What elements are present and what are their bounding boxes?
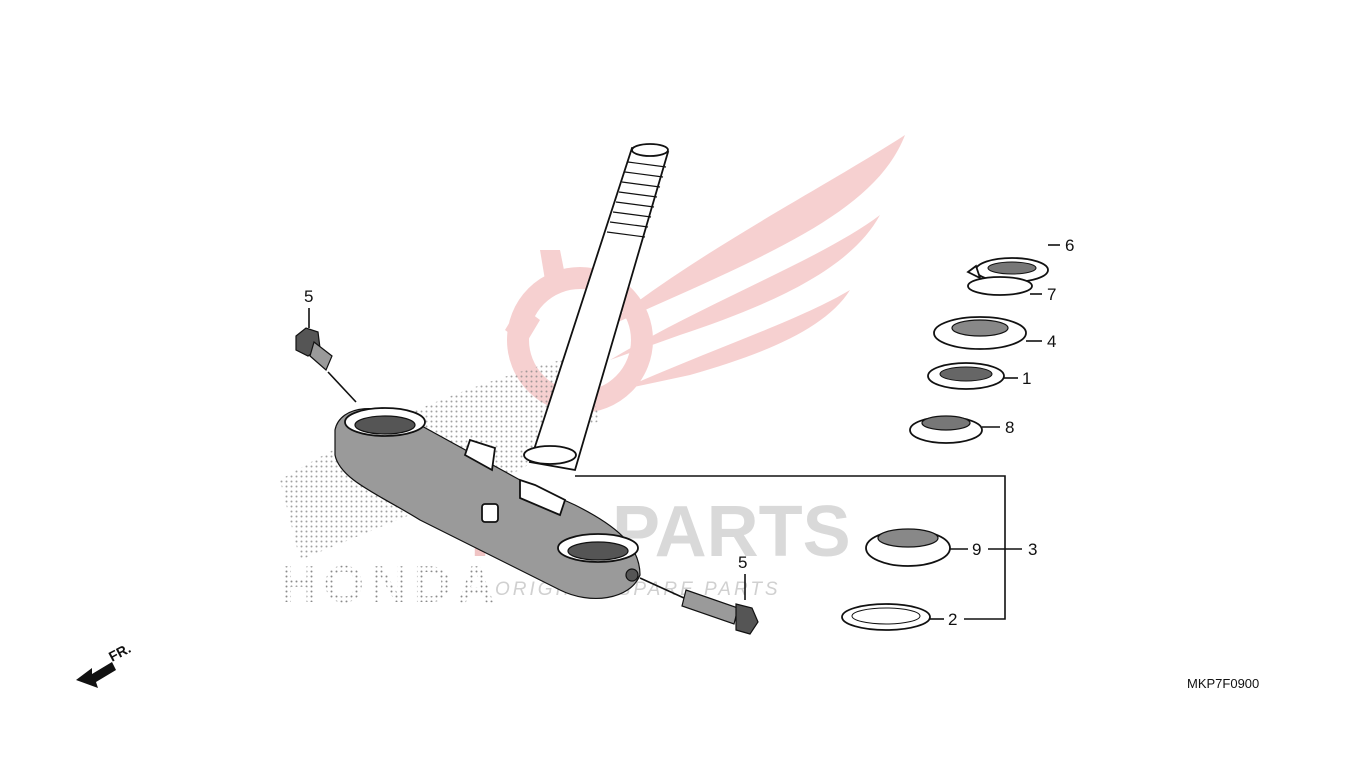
callout-bracket-3 xyxy=(575,475,1022,620)
front-direction-arrow: FR. xyxy=(76,640,133,688)
callout-6: 6 xyxy=(1065,236,1074,255)
callout-7: 7 xyxy=(1047,285,1056,304)
watermark-brand-text: PARTS xyxy=(612,492,851,572)
bolt-5-upper xyxy=(295,327,357,403)
watermark-tagline: ORIGINAL SPARE PARTS xyxy=(495,579,781,600)
callout-8: 8 xyxy=(1005,418,1014,437)
part-9-lower-bearing xyxy=(865,528,968,567)
callout-2: 2 xyxy=(948,610,957,629)
callout-4: 4 xyxy=(1047,332,1056,351)
part-6-lock-nut xyxy=(975,244,1060,283)
callout-1: 1 xyxy=(1022,369,1031,388)
diagram-code: MKP7F0900 xyxy=(1187,676,1259,691)
part-2-seal-ring xyxy=(841,603,944,631)
callout-9: 9 xyxy=(972,540,981,559)
steering-stem xyxy=(523,143,670,472)
callout-5-upper: 5 xyxy=(304,287,313,306)
callout-5-lower: 5 xyxy=(738,553,747,572)
direction-label: FR. xyxy=(106,640,133,665)
part-7-lock-washer xyxy=(966,264,1042,296)
part-8-upper-bearing xyxy=(909,415,1000,444)
part-1-dust-seal xyxy=(927,362,1018,390)
bolt-5-lower xyxy=(639,574,759,635)
lower-triple-clamp xyxy=(334,407,641,600)
callout-3: 3 xyxy=(1028,540,1037,559)
watermark-wing-logo xyxy=(505,135,905,413)
part-4-adjusting-nut xyxy=(933,316,1042,350)
watermark-honda-text: HONDA xyxy=(280,556,501,614)
